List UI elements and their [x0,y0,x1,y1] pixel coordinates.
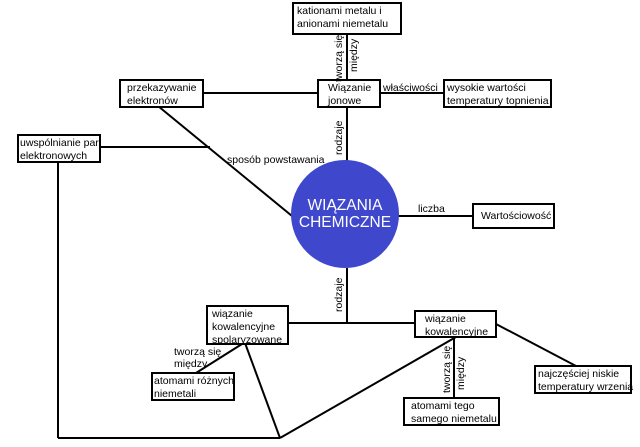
node-text: jonowe [328,95,362,107]
node-wartosciowosc: Wartościowość [472,203,555,229]
node-uwspolnianie-par: uwspólnianie par elektronowych [17,134,101,163]
node-text: elektronów [127,95,178,107]
central-node-wiazania-chemiczne: WIĄZANIA CHEMICZNE [291,160,399,268]
edge-label-liczba: liczba [418,203,445,215]
node-text: samego niemetalu [411,413,497,425]
node-najczesciej-niskie: najczęściej niskie temperatury wrzenia [534,365,634,394]
edge-label-wlasciwosci: właściwości [383,82,438,94]
node-text: kationami metalu i [297,5,382,17]
node-text: wiązanie [212,308,253,320]
node-text: wiązanie [425,313,466,325]
node-text: temperatury topnienia [447,95,549,107]
node-kationy-anionami: kationami metalu i anionami niemetalu [292,2,402,35]
node-text: Wartościowość [481,210,552,222]
node-text: atomami różnych [154,375,234,387]
edge-bottom-kowalencyjne [279,336,457,439]
edge-label-miedzy-top: między [348,38,360,72]
edge-label-miedzy-left: między [174,358,208,370]
node-text: elektronowych [20,150,88,162]
node-text: niemetali [154,388,197,400]
node-text: najczęściej niskie [538,368,620,380]
node-text: atomami tego [411,400,475,412]
edge-label-rodzaje-top: rodzaje [333,120,345,155]
edge-bottom-spolaryzowane [244,342,281,439]
node-wiazanie-jonowe: Wiązanie jonowe [317,79,381,108]
node-text: kowalencyjne [212,321,276,333]
node-przekazywanie-elektronow: przekazywanie elektronów [119,79,204,108]
edge-kowalencyjne-niskie [495,323,577,367]
central-node-text: WIĄZANIA [307,197,383,214]
node-text: uwspólnianie par [20,137,99,149]
edge-przekazywanie-central [157,105,293,217]
node-text: kowalencyjne [425,326,489,338]
edge-label-tworza-sie-left: tworzą się [174,346,222,358]
node-text: anionami niemetalu [297,18,389,30]
node-text: temperatury wrzenia [538,381,634,393]
node-atomami-tego-samego: atomami tego samego niemetalu [403,397,500,426]
node-text: Wiązanie [328,82,372,94]
node-wiazanie-spolaryzowane: wiązanie kowalencyjne spolaryzowane [206,305,289,346]
node-wiazanie-kowalencyjne: wiązanie kowalencyjne [414,310,497,338]
edge-label-tworza-sie-right: tworzą się [441,345,453,393]
edge-label-miedzy-right: między [455,356,467,390]
edge-spolaryzowane-rozne [195,343,243,374]
node-atomami-roznych: atomami różnych niemetali [151,372,235,401]
node-wysokie-temperatury: wysokie wartości temperatury topnienia [443,79,552,108]
node-text: przekazywanie [127,82,197,94]
edge-label-tworza-sie-top: tworzą się [333,34,345,82]
central-node-text: CHEMICZNE [298,214,392,231]
node-text: wysokie wartości [447,82,526,94]
node-text: spolaryzowane [212,334,283,346]
edge-label-rodzaje-bottom: rodzaje [333,277,345,312]
edge-label-sposob-powstawania: sposób powstawania [227,154,325,166]
